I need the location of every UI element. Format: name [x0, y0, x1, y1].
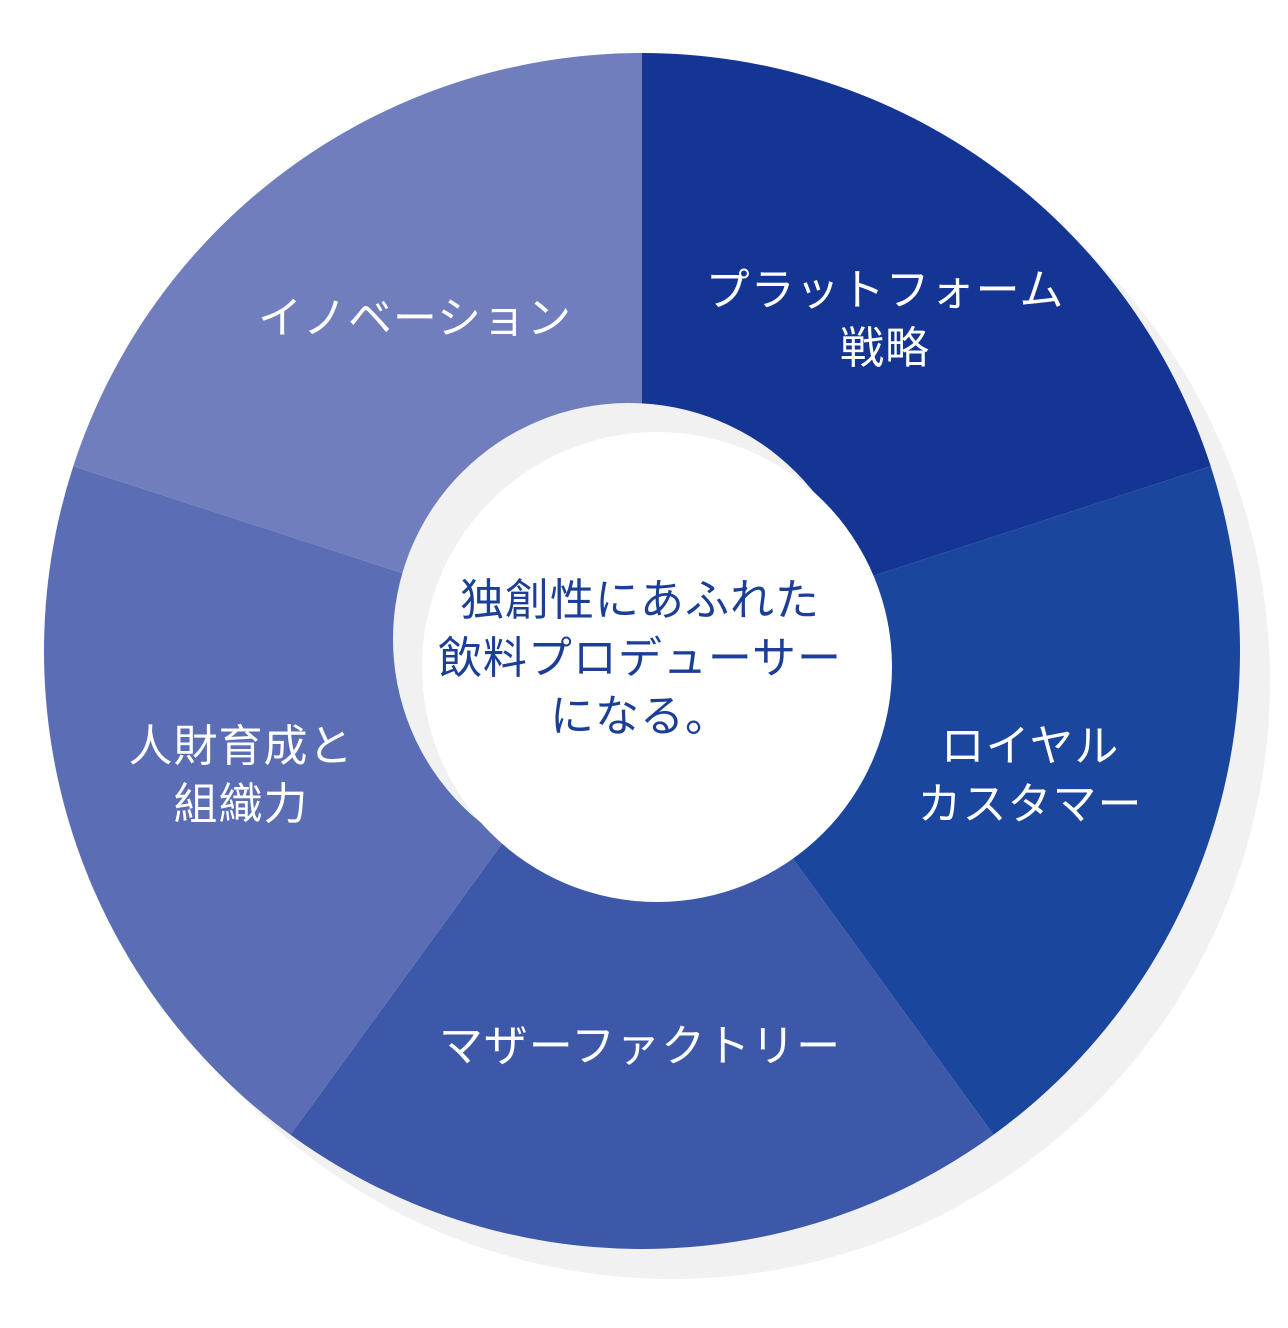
segment-label-mother-factory: マザーファクトリー	[430, 1018, 850, 1076]
segment-label-platform: プラットフォーム 戦略	[700, 262, 1070, 378]
segment-label-hr: 人財育成と 組織力	[110, 718, 372, 834]
platform-line-1: プラットフォーム	[705, 265, 1065, 316]
royal-line-2: カスタマー	[917, 779, 1143, 830]
center-line-2: 飲料プロデューサー	[437, 633, 843, 684]
innovation-line-1: イノベーション	[257, 293, 573, 344]
royal-line-1: ロイヤル	[940, 721, 1120, 772]
center-mission-text: 独創性にあふれた 飲料プロデューサー になる。	[430, 572, 850, 746]
hr-line-2: 組織力	[173, 779, 309, 830]
hr-line-1: 人財育成と	[128, 721, 354, 772]
mother-factory-line-1: マザーファクトリー	[438, 1021, 842, 1072]
segment-label-royal: ロイヤル カスタマー	[905, 718, 1155, 834]
center-line-3: になる。	[550, 691, 730, 742]
center-disc	[422, 432, 892, 902]
segment-label-innovation: イノベーション	[245, 290, 585, 348]
platform-line-2: 戦略	[840, 323, 930, 374]
segment-mother	[290, 651, 994, 1250]
center-line-1: 独創性にあふれた	[460, 575, 820, 626]
